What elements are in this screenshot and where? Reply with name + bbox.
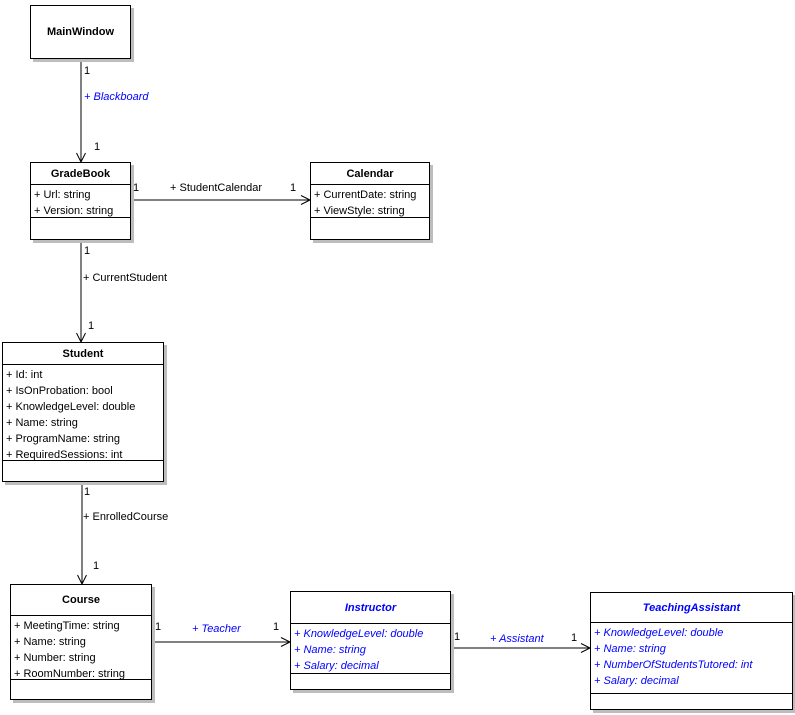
class-operations-empty	[591, 693, 792, 709]
class-operations-empty	[291, 673, 450, 689]
class-attribute: + IsOnProbation: bool	[6, 385, 113, 397]
multiplicity-studentcalendar-source: 1	[133, 182, 140, 194]
arrowhead-to-course-icon	[77, 574, 87, 586]
class-course[interactable]: Course + MeetingTime: string + Name: str…	[10, 584, 152, 700]
class-attribute: + RoomNumber: string	[14, 668, 125, 679]
class-attribute: + CurrentDate: string	[314, 189, 417, 201]
arrowhead-to-calendar-icon	[300, 195, 312, 205]
association-label-currentstudent: + CurrentStudent	[83, 272, 168, 284]
class-attributes: + CurrentDate: string + ViewStyle: strin…	[311, 184, 429, 217]
class-title: GradeBook	[50, 167, 111, 180]
class-attribute: + Id: int	[6, 369, 43, 381]
multiplicity-currentstudent-source: 1	[84, 245, 91, 257]
association-label-blackboard: + Blackboard	[84, 91, 149, 103]
class-attribute: + Name: string	[294, 644, 366, 656]
class-calendar[interactable]: Calendar + CurrentDate: string + ViewSty…	[310, 162, 430, 240]
association-label-studentcalendar: + StudentCalendar	[170, 182, 263, 194]
class-attributes: + Id: int + IsOnProbation: bool + Knowle…	[3, 364, 163, 460]
class-title: Student	[62, 347, 104, 360]
association-label-enrolledcourse: + EnrolledCourse	[83, 511, 169, 523]
multiplicity-teacher-source: 1	[155, 621, 162, 633]
class-attribute: + Version: string	[34, 205, 114, 217]
class-attribute: + NumberOfStudentsTutored: int	[594, 659, 753, 671]
class-title: TeachingAssistant	[642, 601, 741, 614]
class-attribute: + Name: string	[14, 636, 86, 648]
arrowhead-to-teachingassistant-icon	[580, 643, 592, 653]
multiplicity-currentstudent-target: 1	[88, 320, 95, 332]
class-attribute: + KnowledgeLevel: double	[594, 627, 724, 639]
class-title: Course	[62, 594, 100, 606]
class-attribute: + ProgramName: string	[6, 433, 121, 445]
class-attribute: + Url: string	[34, 189, 91, 201]
class-title: Instructor	[344, 601, 397, 614]
multiplicity-enrolledcourse-target: 1	[93, 560, 100, 572]
class-attribute: + KnowledgeLevel: double	[294, 628, 424, 640]
class-attribute: + Salary: decimal	[594, 675, 679, 687]
class-teachingassistant[interactable]: TeachingAssistant + KnowledgeLevel: doub…	[590, 592, 793, 710]
arrowhead-to-gradebook-icon	[76, 152, 86, 164]
class-student[interactable]: Student + Id: int + IsOnProbation: bool …	[2, 342, 164, 482]
class-attribute: + Name: string	[6, 417, 78, 429]
multiplicity-assistant-target: 1	[571, 632, 578, 644]
arrowhead-to-instructor-icon	[280, 637, 292, 647]
class-title: MainWindow	[46, 26, 115, 38]
multiplicity-enrolledcourse-source: 1	[84, 486, 91, 498]
multiplicity-blackboard-target: 1	[94, 141, 101, 153]
class-operations-empty	[3, 460, 163, 481]
class-title: Calendar	[346, 167, 394, 180]
class-attributes: + KnowledgeLevel: double + Name: string …	[291, 623, 450, 673]
class-attributes: + Url: string + Version: string	[31, 184, 130, 217]
arrowhead-to-student-icon	[76, 332, 86, 344]
multiplicity-blackboard-source: 1	[84, 65, 91, 77]
class-attributes: + MeetingTime: string + Name: string + N…	[11, 615, 151, 679]
association-label-assistant: + Assistant	[490, 633, 544, 645]
class-operations-empty	[31, 217, 130, 239]
class-operations-empty	[311, 217, 429, 239]
class-mainwindow[interactable]: MainWindow	[30, 5, 131, 59]
class-instructor[interactable]: Instructor + KnowledgeLevel: double + Na…	[290, 591, 451, 690]
class-attribute: + MeetingTime: string	[14, 620, 120, 632]
multiplicity-assistant-source: 1	[454, 631, 461, 643]
class-operations-empty	[11, 679, 151, 699]
class-attribute: + Salary: decimal	[294, 660, 379, 672]
class-attribute: + RequiredSessions: int	[6, 449, 123, 460]
class-attributes: + KnowledgeLevel: double + Name: string …	[591, 622, 792, 693]
multiplicity-studentcalendar-target: 1	[290, 182, 297, 194]
multiplicity-teacher-target: 1	[273, 621, 280, 633]
class-attribute: + ViewStyle: string	[314, 205, 405, 217]
class-attribute: + KnowledgeLevel: double	[6, 401, 136, 413]
class-gradebook[interactable]: GradeBook + Url: string + Version: strin…	[30, 162, 131, 240]
association-label-teacher: + Teacher	[192, 623, 241, 635]
class-attribute: + Number: string	[14, 652, 96, 664]
class-attribute: + Name: string	[594, 643, 666, 655]
